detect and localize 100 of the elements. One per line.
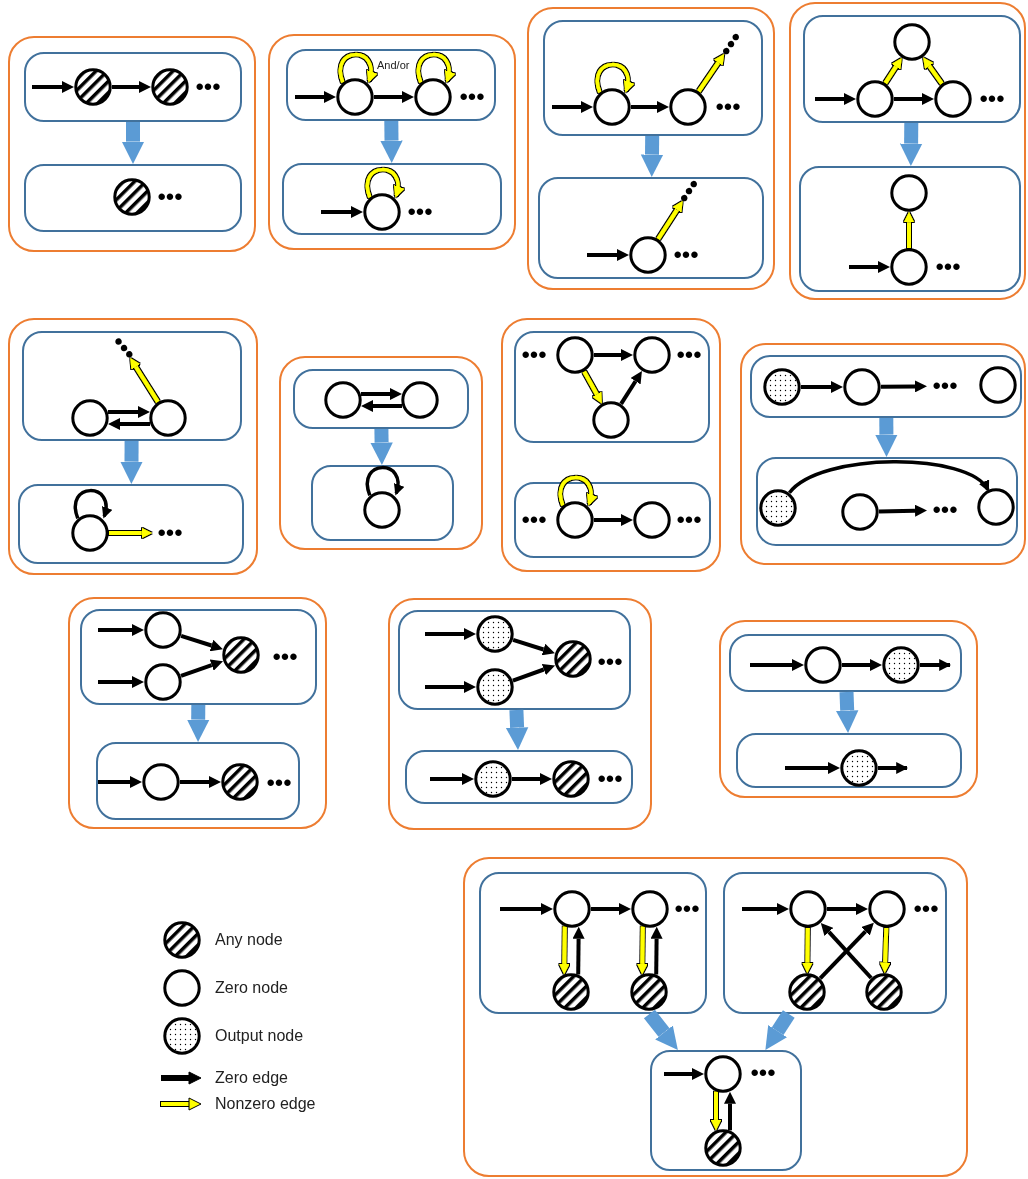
hatched-circle-node	[552, 973, 590, 1011]
graph-box	[756, 457, 1018, 546]
arrow	[361, 388, 402, 400]
arrow	[295, 91, 336, 103]
circle-node	[856, 80, 894, 118]
graph-box	[311, 465, 454, 541]
arrow	[750, 659, 804, 671]
arrow	[512, 637, 555, 656]
annotation-text: And/or	[377, 59, 410, 71]
graph-box	[22, 331, 242, 441]
rule-panel	[388, 598, 652, 830]
loop-arrow	[338, 53, 377, 83]
circle-node	[934, 80, 972, 118]
arrow	[180, 633, 223, 652]
arrow	[425, 681, 476, 693]
graph-box	[538, 177, 764, 279]
arrow	[920, 659, 952, 671]
ellipsis: •••	[670, 170, 708, 212]
circle-node	[890, 174, 928, 212]
graph-box	[293, 369, 469, 429]
ellipsis: •••	[710, 97, 746, 117]
arrow	[815, 93, 856, 105]
legend-label: Output node	[215, 1027, 304, 1045]
block-arrow	[640, 135, 664, 177]
arrow	[512, 663, 556, 683]
graph-box	[286, 49, 496, 121]
block-arrow	[836, 691, 859, 733]
circle-node	[633, 336, 671, 374]
block-arrow	[899, 122, 923, 166]
arrow	[656, 201, 683, 241]
circle-node	[704, 1055, 742, 1093]
arrow	[619, 371, 642, 405]
arrow	[559, 926, 570, 975]
legend-label: Nonzero edge	[215, 1095, 316, 1113]
circle-node	[592, 401, 630, 439]
loop-arrow	[73, 489, 112, 519]
ellipsis: •••	[671, 345, 707, 365]
circle-node	[841, 493, 879, 531]
rule-panel	[268, 34, 516, 250]
circle-node	[893, 23, 931, 61]
arrow	[650, 926, 663, 975]
hatched-circle-node	[865, 973, 903, 1011]
arrow	[801, 381, 843, 393]
arrow	[664, 1068, 704, 1080]
dotted-circle-node	[763, 368, 801, 406]
arrow	[98, 776, 142, 788]
arrow	[130, 358, 160, 403]
circle-node	[401, 381, 439, 419]
ellipsis: •••	[927, 376, 963, 396]
arrow	[802, 927, 813, 973]
loop-arrow	[365, 168, 404, 198]
arrow	[361, 400, 402, 412]
graph-box	[736, 733, 962, 788]
hatched-circle-node	[222, 636, 260, 674]
graph-box	[543, 20, 763, 136]
arrow	[552, 101, 593, 113]
rule-panel	[501, 318, 721, 572]
graph-box	[514, 331, 710, 443]
hatched-circle-node	[552, 760, 590, 798]
block-arrow	[120, 440, 143, 484]
circle-node	[631, 890, 669, 928]
arrow	[321, 206, 363, 218]
block-arrow	[380, 120, 403, 163]
arrow	[425, 628, 476, 640]
graph-box	[803, 15, 1021, 123]
circle-node	[843, 368, 881, 406]
arrow	[697, 54, 725, 93]
ellipsis: •••	[745, 1063, 781, 1083]
circle-node	[669, 88, 707, 126]
graph-box	[80, 609, 317, 705]
curved-arrow	[788, 460, 990, 495]
rule-panel	[463, 857, 968, 1177]
dotted-circle-node	[476, 615, 514, 653]
arrow	[785, 762, 840, 774]
ellipsis: •••	[927, 500, 963, 520]
circle-node	[71, 399, 109, 437]
circle-node	[556, 336, 594, 374]
ellipsis: •••	[454, 87, 490, 107]
arrow	[879, 927, 891, 973]
ellipsis: •••	[104, 327, 144, 369]
rule-panel	[8, 318, 258, 575]
graph-box	[24, 52, 242, 122]
graph-box	[398, 610, 631, 710]
arrow	[724, 1091, 736, 1131]
ellipsis: •••	[712, 23, 750, 65]
arrow	[32, 81, 74, 93]
hatched-circle-node	[74, 68, 112, 106]
block-arrow	[765, 1010, 795, 1050]
circle-node	[804, 646, 842, 684]
ellipsis: •••	[152, 187, 188, 207]
block-arrow	[370, 428, 393, 465]
loop-arrow	[595, 63, 634, 93]
graph-box	[723, 872, 947, 1014]
circle-node	[553, 890, 591, 928]
circle-node	[890, 248, 928, 286]
arrow	[98, 676, 144, 688]
hatched-circle-node	[151, 68, 189, 106]
loop-arrow	[558, 476, 597, 506]
block-arrow	[187, 704, 210, 742]
arrow	[894, 93, 934, 105]
